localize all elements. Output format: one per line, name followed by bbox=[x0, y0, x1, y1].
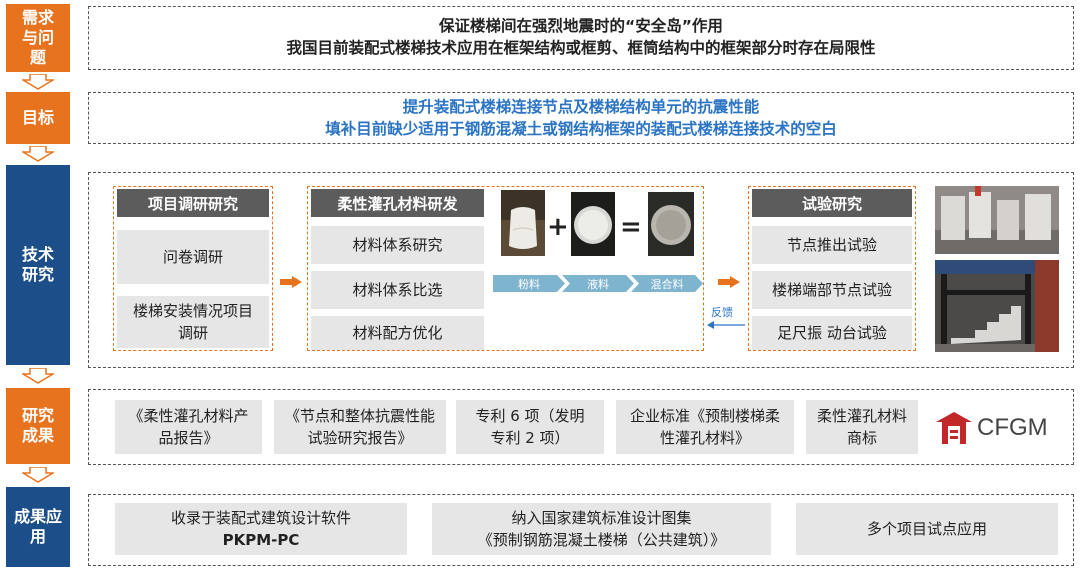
cfgm-logo-text: CFGM bbox=[977, 414, 1048, 441]
material-item-system-study: 材料体系研究 bbox=[311, 226, 484, 264]
result-product-report: 《柔性灌孔材料产品报告》 bbox=[115, 400, 262, 454]
cfgm-logo-icon bbox=[936, 412, 972, 444]
test-panel bbox=[748, 186, 916, 351]
survey-panel bbox=[113, 186, 273, 351]
app-atlas-line-1: 纳入国家建筑标准设计图集 bbox=[511, 509, 692, 527]
result-test-report: 《节点和整体抗震性能试验研究报告》 bbox=[274, 400, 446, 454]
down-arrow-icon bbox=[22, 467, 54, 483]
results-box bbox=[88, 389, 1074, 465]
app-atlas-line-2: 《预制钢筋混凝土楼梯（公共建筑）》 bbox=[477, 531, 726, 549]
feedback-arrow-icon bbox=[707, 321, 745, 329]
survey-item-questionnaire: 问卷调研 bbox=[117, 230, 269, 284]
demand-line-1: 保证楼梯间在强烈地震时的“安全岛”作用 bbox=[439, 17, 723, 35]
test-item-shake-table: 足尺振 动台试验 bbox=[752, 316, 912, 350]
app-pilot-text: 多个项目试点应用 bbox=[866, 520, 987, 538]
label-goal-text: 目标 bbox=[21, 108, 54, 127]
label-application-text: 成果应用 bbox=[13, 507, 62, 546]
survey-title: 项目调研研究 bbox=[117, 189, 269, 217]
material-title: 柔性灌孔材料研发 bbox=[311, 189, 484, 217]
feedback-label: 反馈 bbox=[711, 306, 733, 319]
app-atlas: 纳入国家建筑标准设计图集 《预制钢筋混凝土楼梯（公共建筑）》 bbox=[432, 503, 771, 555]
material-item-system-compare: 材料体系比选 bbox=[311, 271, 484, 309]
label-results: 研究成果 bbox=[6, 388, 70, 464]
label-application: 成果应用 bbox=[6, 487, 70, 567]
label-results-text: 研究成果 bbox=[21, 406, 54, 445]
down-arrow-icon bbox=[22, 146, 54, 162]
app-pkpm-line-2: PKPM-PC bbox=[222, 531, 300, 549]
down-arrow-icon bbox=[22, 74, 54, 90]
demand-line-2: 我国目前装配式楼梯技术应用在框架结构或框剪、框筒结构中的框架部分时存在局限性 bbox=[286, 39, 876, 57]
mixture-photo-icon bbox=[648, 192, 694, 256]
label-demand-text: 需求与问题 bbox=[21, 8, 54, 67]
step-liquid: 液料 bbox=[562, 275, 634, 292]
shake-table-photo-icon bbox=[935, 260, 1059, 352]
label-demand: 需求与问题 bbox=[6, 4, 70, 72]
material-panel bbox=[307, 186, 704, 351]
result-patents: 专利 6 项（发明专利 2 项） bbox=[456, 400, 604, 454]
label-tech: 技术研究 bbox=[6, 165, 70, 365]
step-powder: 粉料 bbox=[493, 275, 565, 292]
equals-sign: = bbox=[620, 212, 642, 242]
label-goal: 目标 bbox=[6, 92, 70, 144]
step-mixture: 混合料 bbox=[631, 275, 703, 292]
app-pkpm-line-1: 收录于装配式建筑设计软件 bbox=[170, 509, 351, 527]
goal-box: 提升装配式楼梯连接节点及楼梯结构单元的抗震性能 填补目前缺少适用于钢筋混凝土或钢… bbox=[88, 92, 1074, 144]
right-arrow-icon bbox=[280, 276, 302, 288]
app-pkpm: 收录于装配式建筑设计软件 PKPM-PC bbox=[115, 503, 407, 555]
test-specimen-photo-icon bbox=[935, 186, 1059, 254]
survey-item-install: 楼梯安装情况项目调研 bbox=[117, 296, 269, 348]
powder-photo-icon bbox=[501, 190, 545, 256]
goal-line-2: 填补目前缺少适用于钢筋混凝土或钢结构框架的装配式楼梯连接技术的空白 bbox=[325, 120, 837, 138]
test-title: 试验研究 bbox=[752, 189, 912, 217]
test-item-pushout: 节点推出试验 bbox=[752, 226, 912, 264]
result-trademark: 柔性灌孔材料商标 bbox=[806, 400, 918, 454]
result-enterprise-standard: 企业标准《预制楼梯柔性灌孔材料》 bbox=[616, 400, 794, 454]
down-arrow-icon bbox=[22, 368, 54, 384]
right-arrow-icon bbox=[718, 276, 740, 288]
application-box bbox=[88, 494, 1074, 566]
label-tech-text: 技术研究 bbox=[21, 245, 54, 284]
liquid-photo-icon bbox=[571, 192, 615, 256]
tech-box bbox=[88, 172, 1074, 368]
app-pilot: 多个项目试点应用 bbox=[796, 503, 1058, 555]
demand-box: 保证楼梯间在强烈地震时的“安全岛”作用 我国目前装配式楼梯技术应用在框架结构或框… bbox=[88, 6, 1074, 70]
test-item-end-node: 楼梯端部节点试验 bbox=[752, 271, 912, 309]
plus-sign: + bbox=[547, 212, 569, 242]
goal-line-1: 提升装配式楼梯连接节点及楼梯结构单元的抗震性能 bbox=[402, 98, 760, 116]
material-item-formula: 材料配方优化 bbox=[311, 316, 484, 350]
